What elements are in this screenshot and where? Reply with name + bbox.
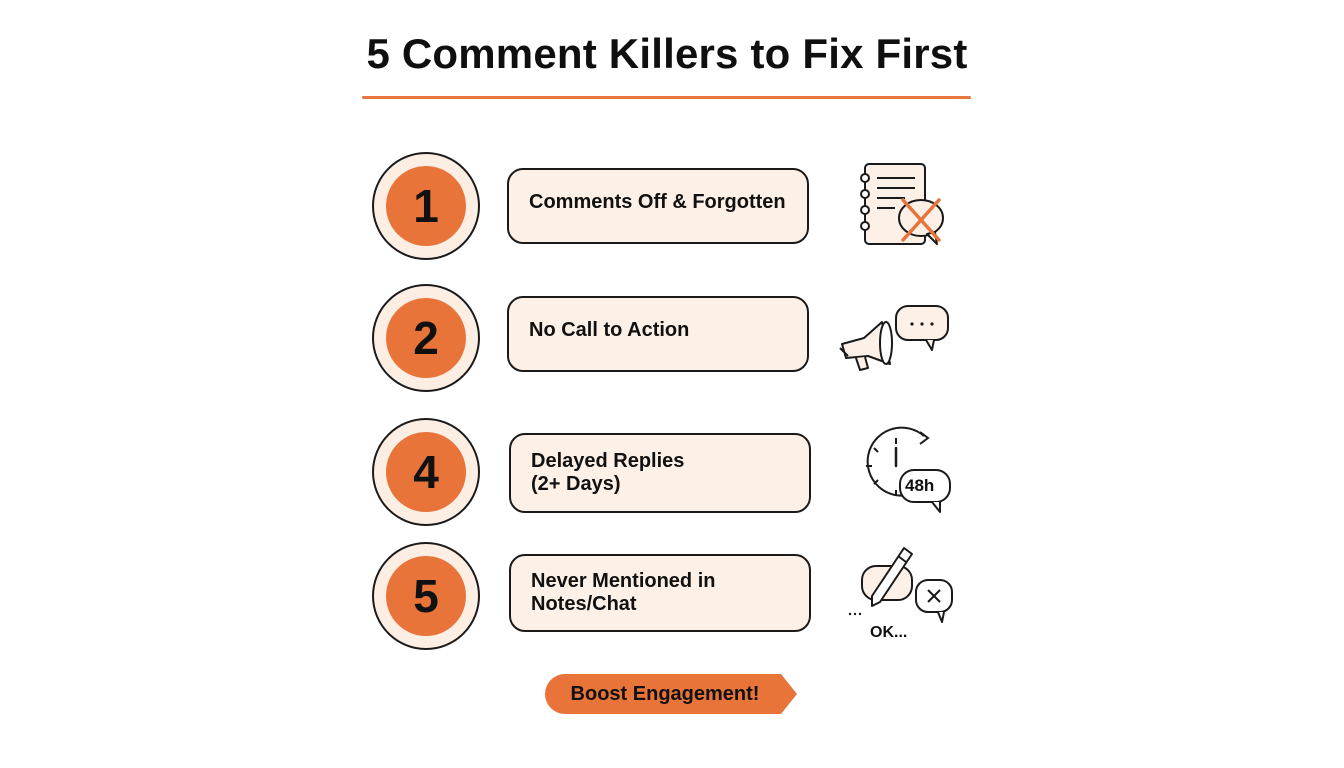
badge-number: 1 — [386, 166, 466, 246]
badge-number: 5 — [386, 556, 466, 636]
item-card: Comments Off & Forgotten — [507, 168, 809, 244]
item-label-line-1: Never Mentioned in — [531, 570, 716, 592]
item-label: Never Mentioned in Notes/Chat — [531, 570, 715, 616]
badge-number: 4 — [386, 432, 466, 512]
page-title: 5 Comment Killers to Fix First — [366, 30, 968, 77]
ok-label: OK... — [870, 624, 908, 641]
number-badge: 5 — [372, 542, 480, 650]
item-label-line-1: Delayed Replies — [531, 450, 685, 472]
number-badge: 1 — [372, 152, 480, 260]
item-card: Delayed Replies (2+ Days) — [509, 433, 811, 513]
boost-engagement-button[interactable]: Boost Engagement! — [545, 674, 797, 714]
item-card: No Call to Action — [507, 296, 809, 372]
cta-label: Boost Engagement! — [570, 682, 760, 705]
pen-with-chat-bubbles-icon — [846, 544, 956, 624]
cta-tag-shape — [545, 674, 797, 714]
item-label: Comments Off & Forgotten — [529, 190, 786, 213]
list-item: 4 Delayed Replies (2+ Days) — [0, 418, 1344, 530]
item-card: Never Mentioned in Notes/Chat — [509, 554, 811, 632]
clock-48h-icon — [856, 424, 956, 516]
item-label: No Call to Action — [529, 318, 690, 341]
list-item: 5 Never Mentioned in Notes/Chat — [0, 542, 1344, 654]
badge-number: 2 — [386, 298, 466, 378]
item-label: Delayed Replies (2+ Days) — [531, 450, 684, 496]
clock-48h-label: 48h — [905, 476, 935, 495]
list-item: 2 No Call to Action — [0, 284, 1344, 396]
number-badge: 4 — [372, 418, 480, 526]
title-underline — [362, 96, 971, 99]
item-label-line-2: Notes/Chat — [531, 593, 637, 615]
megaphone-with-chat-icon — [834, 304, 954, 379]
list-item: 1 Comments Off & Forgotten — [0, 152, 1344, 264]
item-label-line-2: (2+ Days) — [531, 473, 621, 495]
notebook-with-crossed-chat-icon — [855, 160, 950, 250]
number-badge: 2 — [372, 284, 480, 392]
